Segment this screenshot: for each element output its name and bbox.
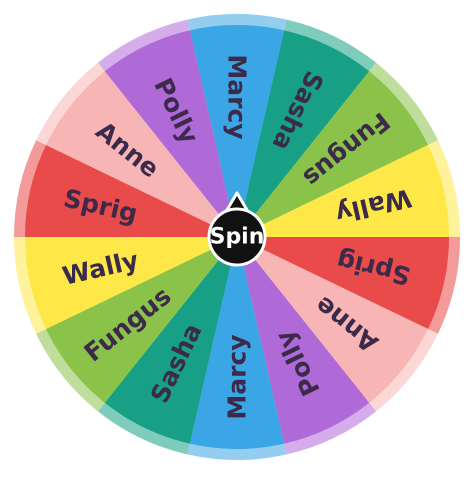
wheel-segment [25, 145, 237, 237]
spin-label[interactable]: Spin [210, 225, 265, 250]
wheel-segment [189, 237, 285, 449]
wheel-segment [237, 237, 429, 403]
wheel-segment [237, 237, 370, 444]
wheel-segment [104, 237, 237, 444]
wheel-segment [104, 30, 237, 237]
wheel-segment [237, 30, 370, 237]
wheel-segment [189, 25, 285, 238]
wheel-segments [25, 25, 449, 449]
segment-label: Marcy [223, 54, 252, 139]
wheel-segment [237, 237, 449, 329]
segment-label: Marcy [223, 334, 252, 419]
wheel-segment [237, 145, 449, 237]
spin-button[interactable]: Spin [207, 191, 267, 267]
wheel-segment [45, 71, 237, 237]
spin-hub[interactable] [207, 207, 267, 267]
wheel-segment [25, 237, 237, 329]
wheel-segment [45, 237, 237, 403]
wheel-segment [237, 71, 429, 237]
